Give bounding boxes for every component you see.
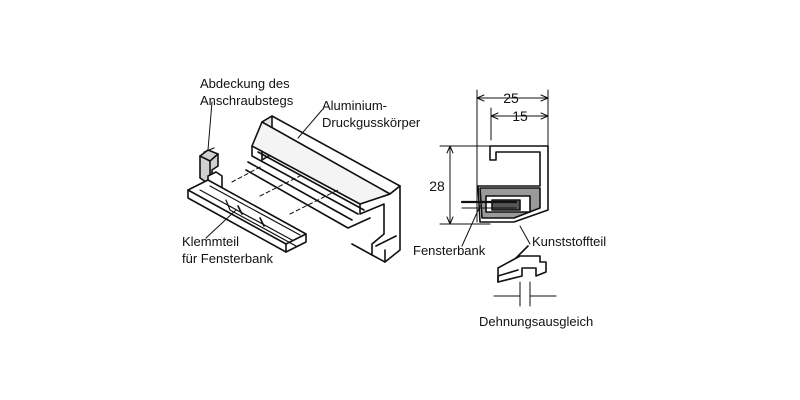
clamp-part bbox=[187, 171, 307, 253]
dim-width-outer: 25 bbox=[503, 90, 519, 106]
label-abdeckung-2: Anschraubstegs bbox=[200, 93, 294, 108]
label-klemmteil-1: Klemmteil bbox=[182, 234, 240, 249]
dim-width-inner: 15 bbox=[512, 108, 528, 124]
cover-cap bbox=[199, 147, 219, 183]
label-aluminium-2: Druckgusskörper bbox=[322, 115, 421, 130]
label-klemmteil-2: für Fensterbank bbox=[182, 251, 274, 266]
profile-section bbox=[460, 145, 549, 283]
dimension-lines bbox=[439, 89, 557, 307]
label-abdeckung-1: Abdeckung des bbox=[200, 76, 290, 91]
alignment-lines bbox=[231, 165, 339, 215]
label-aluminium-1: Aluminium- bbox=[322, 98, 388, 113]
label-kunststoffteil: Kunststoffteil bbox=[532, 234, 607, 249]
dim-height: 28 bbox=[429, 178, 445, 194]
label-fensterbank: Fensterbank bbox=[413, 243, 486, 258]
leader-lines-right bbox=[461, 205, 531, 247]
label-dehnungsausgleich: Dehnungsausgleich bbox=[479, 314, 594, 329]
aluminium-body bbox=[245, 115, 401, 263]
leader-lines-left bbox=[205, 101, 323, 239]
